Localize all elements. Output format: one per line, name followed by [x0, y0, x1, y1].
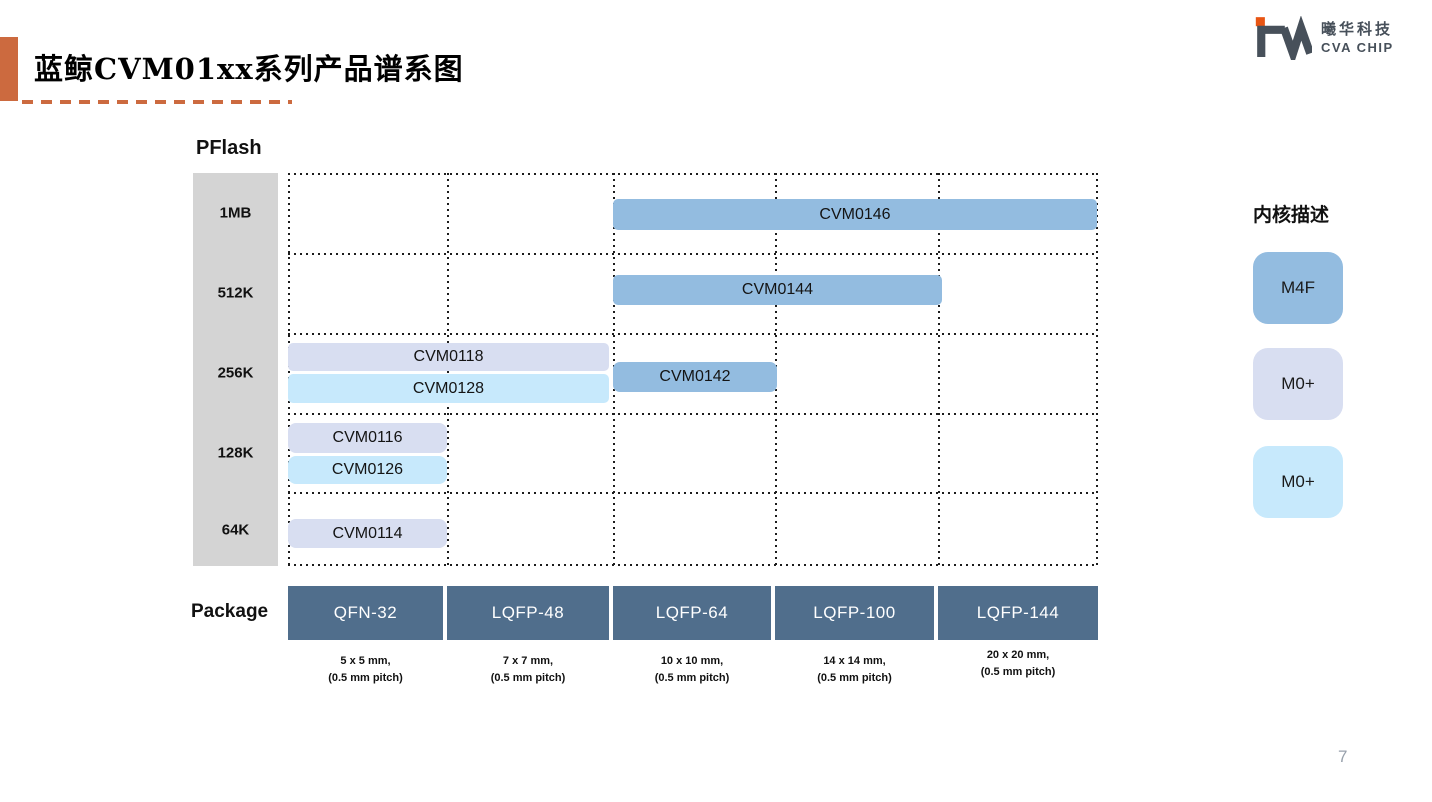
logo-company-name-cn: 曦华科技 [1321, 20, 1394, 38]
product-bar-cvm0126: CVM0126 [288, 456, 447, 484]
flash-row-label-512k: 512K [217, 284, 254, 302]
package-size-pitch: (0.5 mm pitch) [980, 666, 1056, 679]
legend-item-m0plus-lavender: M0+ [1253, 348, 1343, 420]
package-size-lqfp100: 14 x 14 mm, (0.5 mm pitch) [775, 653, 934, 687]
package-size-lqfp48: 7 x 7 mm, (0.5 mm pitch) [447, 653, 609, 687]
logo-text: 曦华科技 CVA CHIP [1321, 21, 1394, 55]
flash-row-label-64k: 64K [221, 521, 250, 539]
grid-line-horizontal [288, 492, 1098, 494]
package-size-dim: 5 x 5 mm, [340, 655, 391, 667]
product-bar-cvm0116: CVM0116 [288, 423, 447, 453]
grid-line-horizontal [288, 413, 1098, 415]
package-size-pitch: (0.5 mm pitch) [490, 672, 566, 685]
package-size-dim: 10 x 10 mm, [660, 655, 724, 667]
package-header-lqfp64: LQFP-64 [613, 586, 771, 640]
flash-row-label-1mb: 1MB [219, 204, 252, 222]
title-dashed-underline [22, 100, 292, 104]
product-bar-cvm0142: CVM0142 [613, 362, 777, 392]
logo-company-name-en: CVA CHIP [1321, 39, 1394, 55]
y-axis-title: PFlash [196, 137, 262, 159]
flash-row-label-256k: 256K [217, 364, 254, 382]
company-logo: 曦华科技 CVA CHIP [1254, 16, 1394, 60]
product-bar-cvm0114: CVM0114 [288, 519, 447, 548]
product-bar-cvm0118: CVM0118 [288, 343, 609, 371]
legend-title: 内核描述 [1253, 205, 1330, 226]
package-size-pitch: (0.5 mm pitch) [654, 672, 730, 685]
product-matrix: CVM0146 CVM0144 CVM0118 CVM0128 CVM0142 … [288, 173, 1098, 566]
package-size-pitch: (0.5 mm pitch) [328, 672, 403, 685]
flash-row-label-128k: 128K [217, 444, 254, 462]
x-axis-title: Package [191, 601, 269, 622]
flash-axis-band: 1MB 512K 256K 128K 64K [193, 173, 278, 566]
grid-line-horizontal [288, 173, 1098, 175]
package-header-lqfp144: LQFP-144 [938, 586, 1098, 640]
package-size-lqfp64: 10 x 10 mm, (0.5 mm pitch) [613, 653, 771, 687]
package-size-dim: 7 x 7 mm, [502, 655, 554, 667]
package-size-dim: 20 x 20 mm, [986, 649, 1050, 661]
product-bar-cvm0146: CVM0146 [613, 199, 1097, 230]
product-bar-cvm0128: CVM0128 [288, 374, 609, 403]
title-accent-bar [0, 37, 18, 101]
package-size-qfn32: 5 x 5 mm, (0.5 mm pitch) [288, 653, 443, 687]
page-title: 蓝鲸CVM01xx系列产品谱系图 [34, 52, 464, 86]
grid-line-horizontal [288, 564, 1098, 566]
product-bar-cvm0144: CVM0144 [613, 275, 942, 305]
legend-item-m0plus-cyan: M0+ [1253, 446, 1343, 518]
package-sizes-row: 5 x 5 mm, (0.5 mm pitch) 7 x 7 mm, (0.5 … [288, 649, 1098, 697]
package-size-dim: 14 x 14 mm, [823, 655, 886, 667]
package-header-lqfp100: LQFP-100 [775, 586, 934, 640]
grid-line-vertical [938, 173, 940, 566]
page-number: 7 [1338, 747, 1348, 766]
cva-logo-icon [1255, 16, 1312, 60]
package-header-lqfp48: LQFP-48 [447, 586, 609, 640]
grid-line-horizontal [288, 333, 1098, 335]
legend-item-m4f: M4F [1253, 252, 1343, 324]
grid-line-horizontal [288, 253, 1098, 255]
package-header-qfn32: QFN-32 [288, 586, 443, 640]
grid-line-vertical [1096, 173, 1098, 566]
package-header-row: QFN-32 LQFP-48 LQFP-64 LQFP-100 LQFP-144 [288, 586, 1098, 640]
package-size-lqfp144: 20 x 20 mm, (0.5 mm pitch) [938, 647, 1098, 681]
package-size-pitch: (0.5 mm pitch) [817, 672, 892, 685]
